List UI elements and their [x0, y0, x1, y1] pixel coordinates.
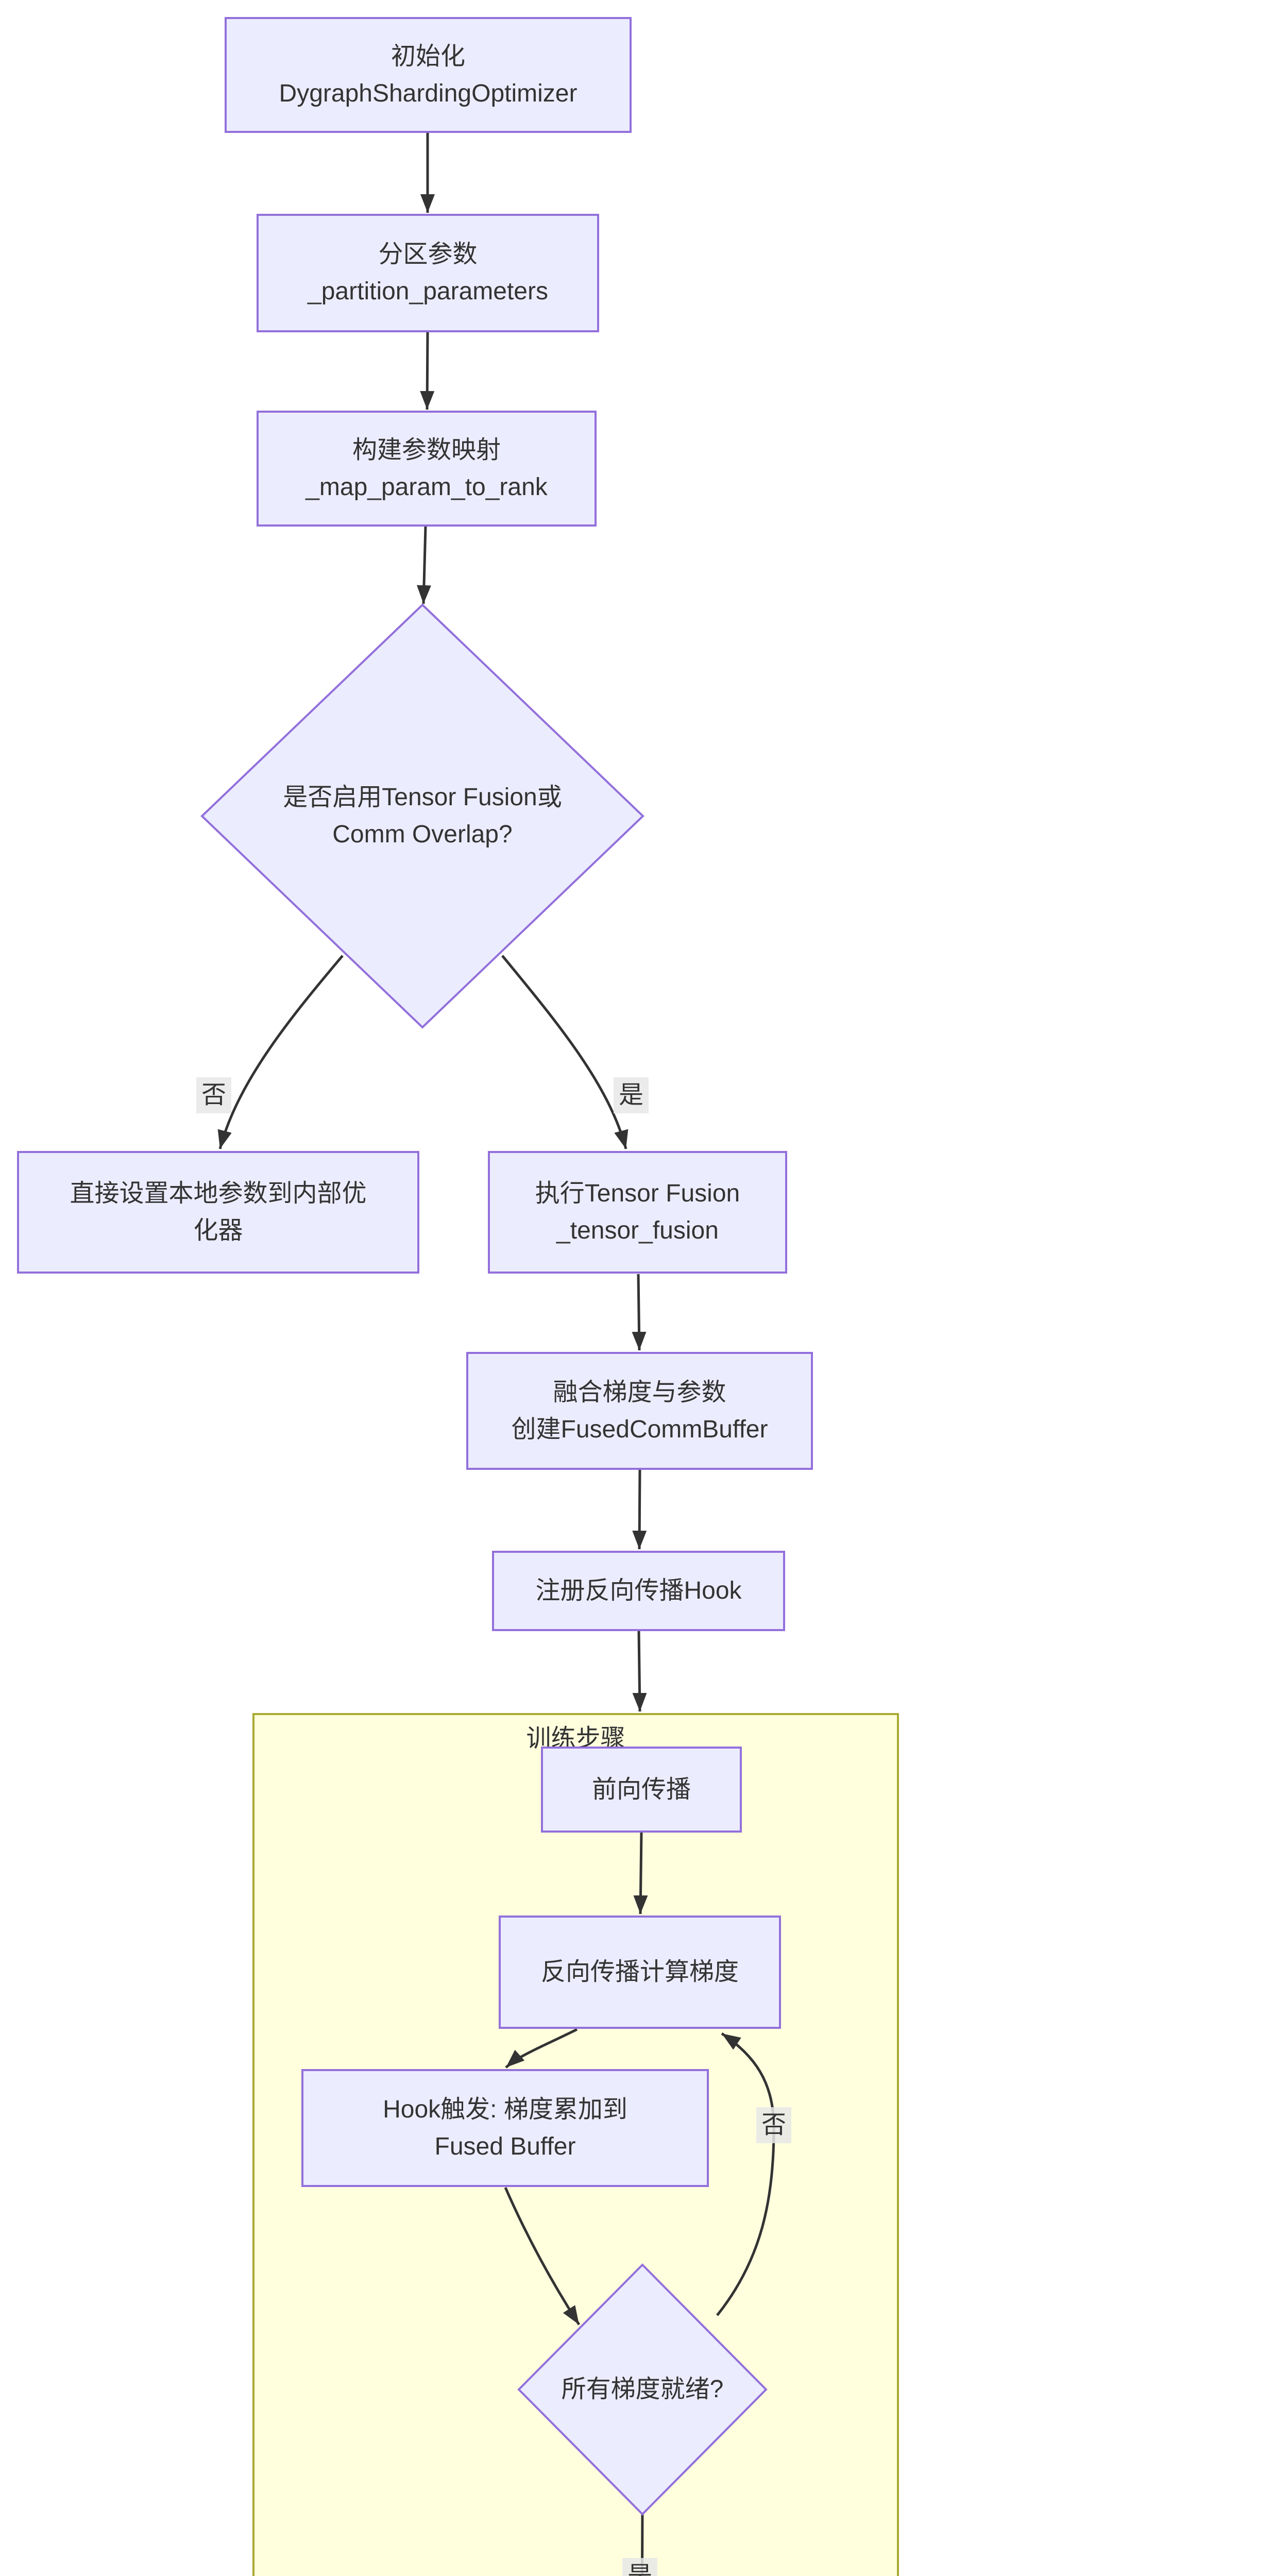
edge-hookfire-to-ready — [504, 2187, 581, 2326]
node-direct-set-local-params: 直接设置本地参数到内部优 化器 — [17, 1151, 419, 1274]
edge-ready-no-loop — [716, 2032, 775, 2316]
node-forward-pass: 前向传播 — [541, 1747, 742, 1833]
edge-label-decision-no: 否 — [196, 1077, 232, 1113]
node-init: 初始化 DygraphShardingOptimizer — [225, 17, 632, 133]
decision-diamond-grads-ready — [517, 2263, 768, 2516]
edge-label-ready-yes: 是 — [622, 2558, 658, 2576]
edge-partition-to-map — [420, 332, 435, 410]
decision-tensor-fusion-label: 是否启用Tensor Fusion或 Comm Overlap? — [283, 784, 562, 848]
decision-grads-ready-label: 所有梯度就绪? — [561, 2376, 724, 2403]
node-backward-pass: 反向传播计算梯度 — [499, 1916, 781, 2029]
decision-diamond-tensor-fusion — [200, 603, 644, 1029]
edge-map-to-decision — [416, 526, 431, 604]
node-map-param-to-rank: 构建参数映射 _map_param_to_rank — [257, 411, 597, 527]
node-register-backward-hook: 注册反向传播Hook — [492, 1551, 785, 1631]
node-tensor-fusion: 执行Tensor Fusion _tensor_fusion — [488, 1151, 787, 1274]
node-hook-fired-accumulate: Hook触发: 梯度累加到 Fused Buffer — [301, 2069, 709, 2187]
node-create-fused-comm-buffer: 融合梯度与参数 创建FusedCommBuffer — [466, 1352, 813, 1470]
edge-forward-to-backward — [633, 1832, 648, 1914]
edge-backward-to-hookfire — [505, 2028, 578, 2069]
node-partition-parameters: 分区参数 _partition_parameters — [257, 214, 599, 332]
edge-buffer-to-hook — [632, 1469, 647, 1550]
edge-hook-to-training — [632, 1631, 647, 1712]
edge-decision-no-direct — [217, 955, 344, 1149]
edge-label-decision-yes: 是 — [613, 1077, 649, 1113]
edge-label-loop-no: 否 — [756, 2107, 792, 2143]
edge-fusion-to-buffer — [632, 1274, 647, 1351]
edge-decision-yes-fusion — [501, 955, 629, 1149]
